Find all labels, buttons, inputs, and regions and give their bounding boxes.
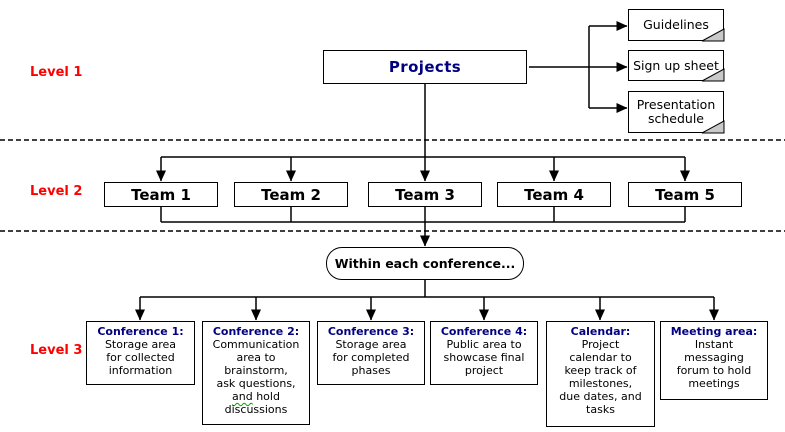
team-5-box: Team 5 xyxy=(628,182,742,207)
calendar-title: Calendar: xyxy=(570,325,631,338)
folded-corner-icon xyxy=(701,28,725,42)
conference-2-body-squiggle: and xyxy=(232,390,253,403)
team-1-box: Team 1 xyxy=(104,182,218,207)
meeting-area-body: Instant messaging forum to hold meetings xyxy=(676,338,752,390)
meeting-area-title: Meeting area: xyxy=(670,325,758,338)
team-3-label: Team 3 xyxy=(395,185,455,204)
folded-corner-icon xyxy=(701,68,725,82)
conference-4-body: Public area to showcase final project xyxy=(443,338,525,377)
level-2-label: Level 2 xyxy=(30,184,83,199)
conference-3-body: Storage area for completed phases xyxy=(332,338,410,377)
conference-2-body-post: hold discussions xyxy=(224,390,288,416)
team-2-box: Team 2 xyxy=(234,182,348,207)
within-each-conference-oval: Within each conference... xyxy=(326,247,524,280)
conference-4-title: Conference 4: xyxy=(440,325,528,338)
conference-1-box: Conference 1: Storage area for collected… xyxy=(86,321,195,385)
level-1-label: Level 1 xyxy=(30,65,83,80)
conference-2-body-pre: Communication area to brainstorm, ask qu… xyxy=(212,338,300,390)
level2-connectors xyxy=(156,156,690,247)
within-each-conference-label: Within each conference... xyxy=(334,256,516,271)
conference-4-box: Conference 4: Public area to showcase fi… xyxy=(430,321,538,385)
team-4-box: Team 4 xyxy=(497,182,611,207)
projects-label: Projects xyxy=(388,58,462,76)
level1-connectors xyxy=(424,21,628,157)
team-5-label: Team 5 xyxy=(655,185,715,204)
calendar-body: Project calendar to keep track of milest… xyxy=(559,338,642,416)
conference-2-body: Communication area to brainstorm, ask qu… xyxy=(209,338,303,416)
level-3-label: Level 3 xyxy=(30,343,83,358)
team-2-label: Team 2 xyxy=(261,185,321,204)
conference-1-body: Storage area for collected information xyxy=(104,338,177,377)
conference-3-box: Conference 3: Storage area for completed… xyxy=(317,321,425,385)
team-3-box: Team 3 xyxy=(368,182,482,207)
document-guidelines: Guidelines xyxy=(628,9,725,42)
conference-1-title: Conference 1: xyxy=(97,325,184,338)
document-signup-sheet-label: Sign up sheet xyxy=(633,57,719,73)
conference-3-title: Conference 3: xyxy=(327,325,415,338)
document-guidelines-label: Guidelines xyxy=(643,17,709,32)
team-1-label: Team 1 xyxy=(131,185,191,204)
document-presentation-schedule-label: Presentation schedule xyxy=(636,97,716,126)
conference-2-box: Conference 2: Communication area to brai… xyxy=(202,321,310,425)
team-4-label: Team 4 xyxy=(524,185,584,204)
meeting-area-box: Meeting area: Instant messaging forum to… xyxy=(660,321,768,400)
conference-2-title: Conference 2: xyxy=(212,325,300,338)
projects-box: Projects xyxy=(323,50,527,84)
folded-corner-icon xyxy=(701,120,725,134)
document-presentation-schedule: Presentation schedule xyxy=(628,91,725,134)
level3-connectors xyxy=(135,280,719,321)
document-signup-sheet: Sign up sheet xyxy=(628,50,725,82)
calendar-box: Calendar: Project calendar to keep track… xyxy=(546,321,655,427)
